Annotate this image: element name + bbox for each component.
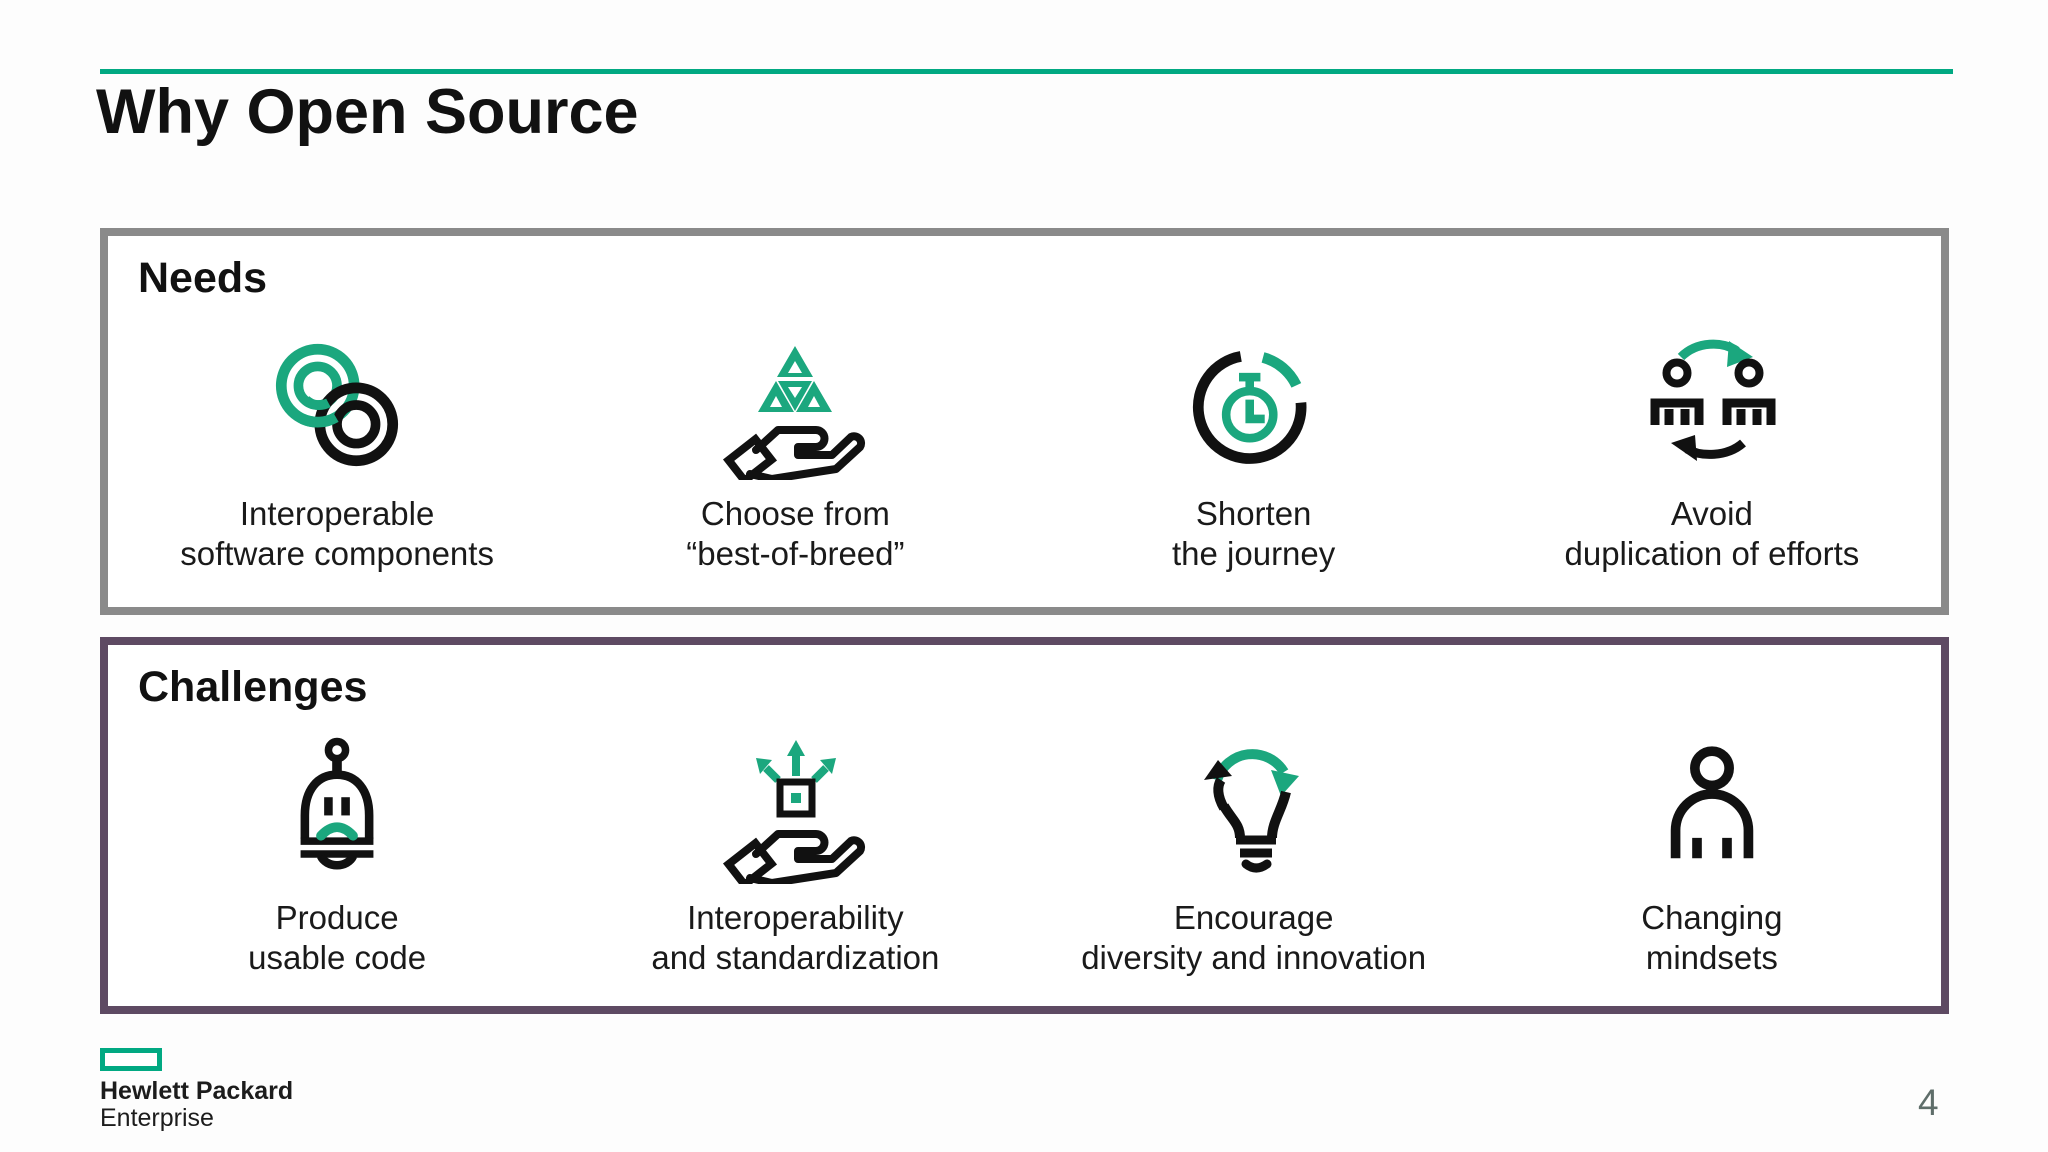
needs-item-interoperable: Interoperable software components — [108, 302, 566, 601]
needs-section-title: Needs — [138, 254, 268, 302]
page-number: 4 — [1918, 1082, 1939, 1123]
needs-item-avoid-duplication: Avoid duplication of efforts — [1483, 302, 1941, 601]
challenges-section: Challenges Produce usable code — [100, 637, 1949, 1014]
item-label-line1: Choose from — [700, 494, 890, 532]
item-label-line1: Encourage — [1173, 898, 1334, 936]
item-label-line1: Produce — [275, 898, 399, 936]
item-label: Avoid duplication of efforts — [1565, 494, 1860, 573]
item-label: Choose from “best-of-breed” — [686, 494, 904, 573]
hpe-logo-mark-icon — [100, 1048, 162, 1071]
hand-offering-triangles-icon — [720, 330, 870, 480]
item-label-line2: mindsets — [1645, 938, 1778, 976]
interlocking-rings-icon — [262, 330, 412, 480]
item-label-line2: the journey — [1171, 534, 1336, 572]
brand-line2: Enterprise — [100, 1104, 214, 1132]
item-label-line1: Interoperability — [687, 898, 904, 936]
item-label: Interoperability and standardization — [651, 898, 939, 977]
item-label: Interoperable software components — [180, 494, 494, 573]
brand-line1: Hewlett Packard — [100, 1077, 294, 1105]
people-exchange-arrows-icon — [1637, 330, 1787, 480]
person-icon — [1637, 734, 1787, 884]
item-label-line2: duplication of efforts — [1564, 534, 1860, 572]
challenges-item-mindsets: Changing mindsets — [1483, 711, 1941, 1000]
page-title: Why Open Source — [96, 77, 639, 147]
item-label: Changing mindsets — [1641, 898, 1782, 977]
stopwatch-progress-icon — [1179, 330, 1329, 480]
hpe-logo: Hewlett Packard Enterprise — [100, 1048, 293, 1131]
needs-section: Needs Interoperable software components — [100, 228, 1949, 615]
sad-bell-icon — [262, 734, 412, 884]
item-label: Encourage diversity and innovation — [1081, 898, 1426, 977]
item-label-line1: Avoid — [1670, 494, 1753, 532]
needs-item-shorten-journey: Shorten the journey — [1025, 302, 1483, 601]
lightbulb-cycle-arrows-icon — [1179, 734, 1329, 884]
item-label-line1: Interoperable — [239, 494, 435, 532]
challenges-item-diversity: Encourage diversity and innovation — [1025, 711, 1483, 1000]
item-label: Produce usable code — [248, 898, 426, 977]
needs-item-best-of-breed: Choose from “best-of-breed” — [566, 302, 1024, 601]
challenges-item-usable-code: Produce usable code — [108, 711, 566, 1000]
item-label-line1: Shorten — [1195, 494, 1312, 532]
challenges-grid: Produce usable code — [108, 711, 1941, 1000]
item-label-line2: usable code — [248, 938, 427, 976]
item-label: Shorten the journey — [1172, 494, 1335, 573]
item-label-line2: and standardization — [651, 938, 940, 976]
accent-rule — [100, 69, 1953, 74]
item-label-line2: software components — [180, 534, 494, 572]
hand-expanding-arrows-icon — [720, 734, 870, 884]
item-label-line2: diversity and innovation — [1081, 938, 1427, 976]
challenges-item-interoperability: Interoperability and standardization — [566, 711, 1024, 1000]
challenges-section-title: Challenges — [138, 663, 368, 711]
needs-grid: Interoperable software components — [108, 302, 1941, 601]
item-label-line2: “best-of-breed” — [686, 534, 905, 572]
item-label-line1: Changing — [1641, 898, 1783, 936]
